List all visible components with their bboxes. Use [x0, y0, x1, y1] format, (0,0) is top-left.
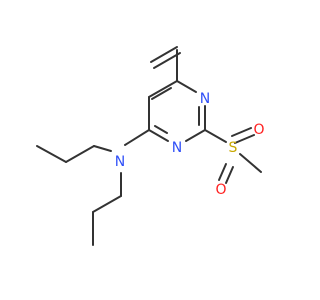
bond-sulfur-oxygen-upper-b — [234, 134, 255, 144]
amine-nitrogen-label: N — [115, 154, 125, 170]
bond-sulfur-oxygen-lower-a — [218, 163, 227, 181]
ring-bond-n3-c2 — [185, 129, 206, 142]
oxygen-upper-label: O — [253, 122, 264, 138]
bond-c2-sulfur — [204, 129, 227, 143]
bond-c4-n-amine — [124, 129, 150, 146]
ring-nitrogen-bottom-label: N — [172, 140, 182, 156]
bond-sulfur-methyl — [239, 153, 262, 173]
vinyl-double-bond-outer — [150, 46, 178, 63]
bond-propyl-lower-1 — [92, 195, 122, 213]
vinyl-double-bond-inner — [153, 52, 181, 69]
ring-bond-n1-c6 — [176, 80, 197, 93]
bond-propyl-upper-1 — [65, 145, 95, 163]
atom-labels: N N N S O O — [115, 91, 265, 198]
ring-nitrogen-top-label: N — [200, 91, 210, 107]
sulfur-label: S — [229, 140, 238, 156]
ring-bond-c6-c5-inner — [151, 87, 172, 100]
bond-n-amine-propyl-upper — [93, 145, 112, 152]
ring-bond-c4-n3-inner — [154, 125, 168, 134]
molecule-structure: N N N S O O — [36, 46, 265, 246]
bond-sulfur-oxygen-upper-a — [231, 127, 252, 137]
oxygen-lower-label: O — [215, 182, 226, 198]
ring-bond-c4-n3 — [148, 129, 169, 142]
bond-propyl-upper-2 — [36, 145, 67, 163]
bonds — [36, 46, 262, 246]
bond-sulfur-oxygen-lower-b — [225, 166, 234, 184]
ring-bond-c6-c5 — [148, 80, 178, 98]
